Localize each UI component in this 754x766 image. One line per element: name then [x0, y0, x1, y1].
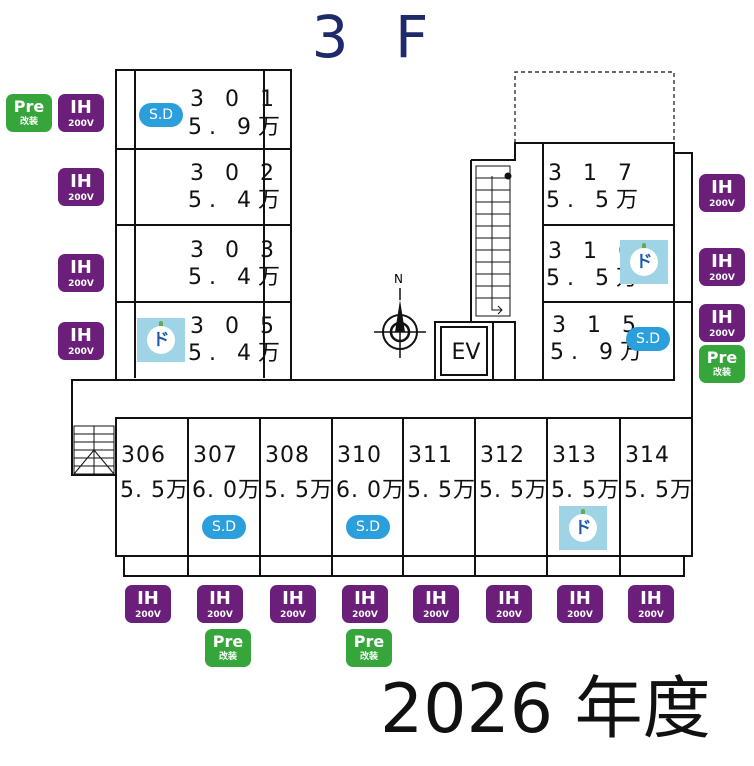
sd-badge-310: S.D: [346, 515, 390, 539]
room-315-number: 3 1 5: [552, 313, 643, 338]
compass-north-label: N: [394, 272, 403, 286]
room-303-number: 3 0 3: [190, 238, 281, 263]
room-311-rent: 5. 5万: [407, 478, 476, 503]
elevator-label: EV: [451, 340, 481, 365]
room-306-rent: 5. 5万: [120, 478, 189, 503]
room-314-rent: 5. 5万: [624, 478, 693, 503]
d-mark-icon: ド: [147, 326, 175, 354]
room-305-rent: 5. 4万: [188, 341, 287, 366]
room-313-rent: 5. 5万: [551, 478, 620, 503]
sd-badge-315: S.D: [626, 327, 670, 351]
floor-title: 3 F: [311, 3, 443, 71]
d-mark-316: ド: [620, 240, 668, 284]
d-mark-313: ド: [559, 506, 607, 550]
d-mark-305: ド: [137, 318, 185, 362]
room-314-number: 314: [625, 443, 670, 468]
room-312-rent: 5. 5万: [479, 478, 548, 503]
room-301-rent: 5. 9万: [188, 115, 287, 140]
room-310-number: 310: [337, 443, 382, 468]
room-317-rent: 5. 5万: [546, 188, 645, 213]
room-308-number: 308: [265, 443, 310, 468]
room-302-number: 3 0 2: [190, 161, 281, 186]
room-312-number: 312: [480, 443, 525, 468]
room-317-number: 3 1 7: [548, 161, 639, 186]
room-316-number: 3 1 6: [548, 239, 639, 264]
d-mark-icon: ド: [569, 514, 597, 542]
sd-badge-307: S.D: [202, 515, 246, 539]
room-310-rent: 6. 0万: [336, 478, 405, 503]
room-306-number: 306: [121, 443, 166, 468]
compass-icon: [374, 288, 426, 358]
room-308-rent: 5. 5万: [264, 478, 333, 503]
room-311-number: 311: [408, 443, 453, 468]
fiscal-year-label: 2026 年度: [380, 670, 711, 749]
d-mark-icon: ド: [630, 248, 658, 276]
room-305-number: 3 0 5: [190, 314, 281, 339]
room-301-number: 3 0 1: [190, 87, 281, 112]
room-307-rent: 6. 0万: [192, 478, 261, 503]
room-307-number: 307: [193, 443, 238, 468]
sd-badge-301: S.D: [139, 103, 183, 127]
room-303-rent: 5. 4万: [188, 265, 287, 290]
room-302-rent: 5. 4万: [188, 188, 287, 213]
room-313-number: 313: [552, 443, 597, 468]
